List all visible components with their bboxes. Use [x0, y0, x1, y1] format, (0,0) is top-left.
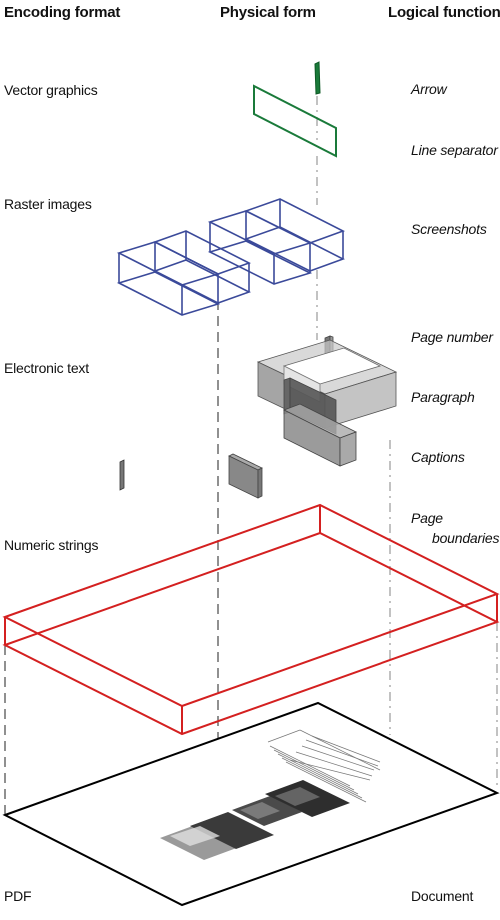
label-electronic-text: Electronic text — [4, 360, 89, 376]
projection-lines — [4, 300, 219, 870]
label-captions: Captions — [411, 449, 465, 465]
label-line-separator: Line separator — [411, 142, 498, 158]
raster-images-layer — [116, 198, 346, 316]
label-pdf: PDF — [4, 888, 32, 904]
projection-lines-light — [316, 96, 498, 790]
header-encoding-format: Encoding format — [4, 4, 121, 21]
header-physical-form: Physical form — [220, 4, 316, 21]
screenshot-box-2 — [152, 230, 252, 304]
label-vector-graphics: Vector graphics — [4, 82, 98, 98]
page-screenshot-4 — [190, 812, 274, 849]
screenshot-box-4 — [243, 198, 346, 272]
label-numeric-strings: Numeric strings — [4, 537, 99, 553]
label-page-number: Page number — [411, 329, 493, 345]
label-raster-images: Raster images — [4, 196, 92, 212]
arrow-shape — [314, 61, 321, 95]
caption-tiny-block — [119, 459, 125, 491]
screenshot-box-3 — [207, 210, 313, 285]
page-boundaries-layer — [2, 503, 500, 736]
electronic-text-layer — [119, 335, 398, 499]
label-document: Document — [411, 888, 474, 904]
label-page: Page — [411, 510, 443, 526]
label-screenshots: Screenshots — [411, 221, 487, 237]
label-boundaries: boundaries — [432, 530, 500, 546]
document-page-layer — [2, 701, 500, 907]
page-screenshots — [160, 780, 350, 860]
label-arrow: Arrow — [411, 81, 447, 97]
captions-block — [283, 377, 357, 467]
page-text-block — [267, 729, 381, 803]
line-separator-shape — [253, 84, 337, 158]
label-paragraph: Paragraph — [411, 389, 475, 405]
vector-graphics-layer — [253, 61, 337, 158]
caption-small-block — [228, 453, 263, 499]
header-logical-function: Logical function — [388, 4, 500, 21]
